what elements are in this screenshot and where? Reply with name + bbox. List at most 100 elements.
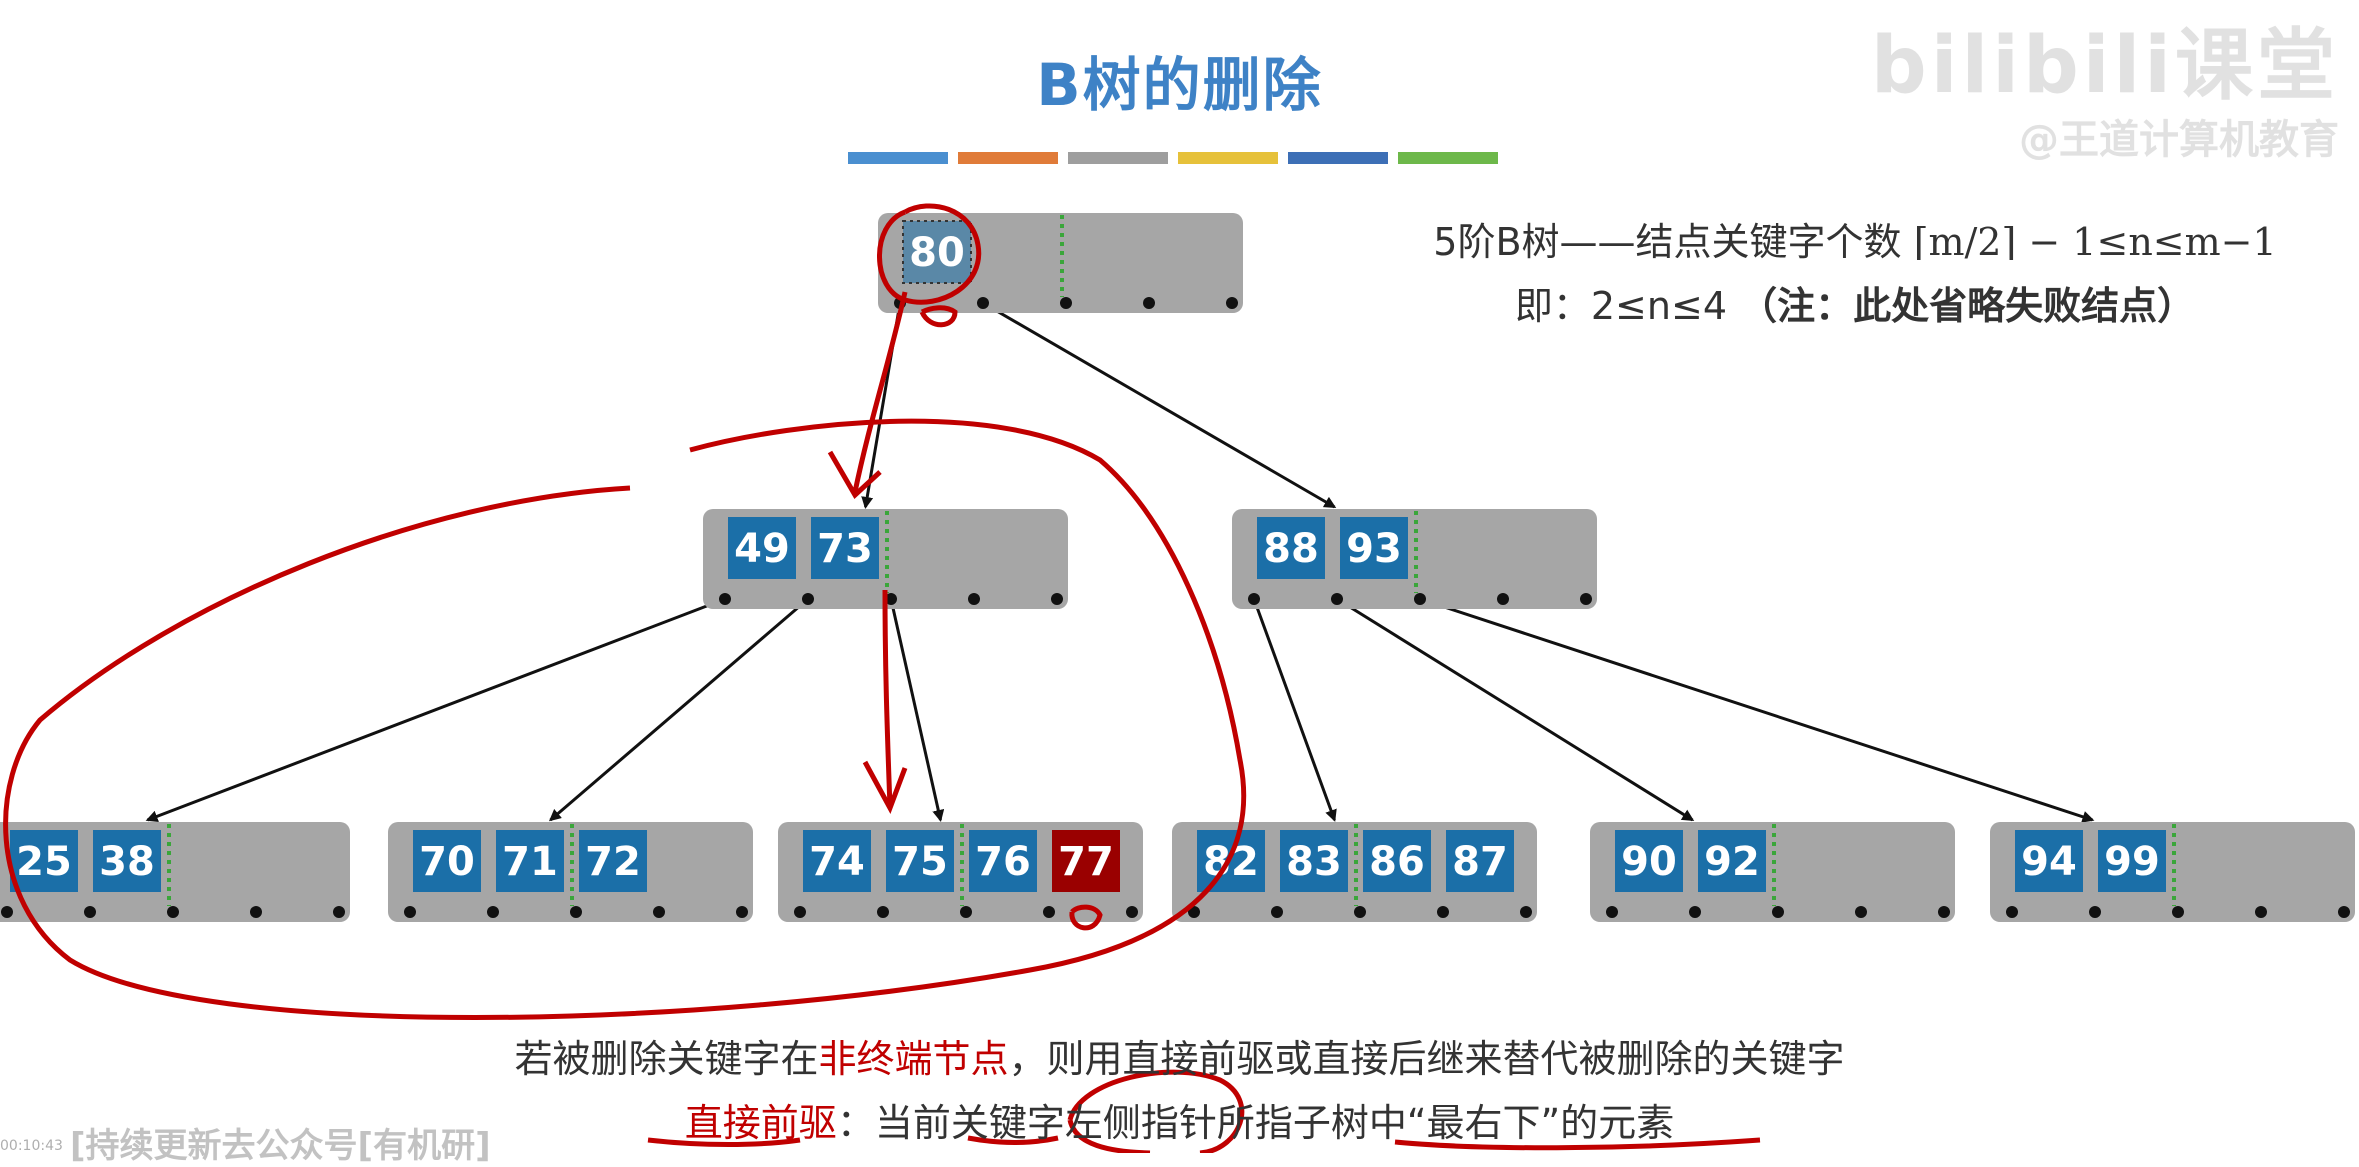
key-label-70: 70 [419, 839, 475, 885]
caption-2-direct-predecessor: 直接前驱 [684, 1101, 837, 1145]
pointer-dot [1437, 906, 1449, 918]
color-bar-1 [848, 152, 948, 164]
edge-49-left [145, 597, 726, 823]
key-label-71: 71 [502, 839, 558, 885]
key-box-99 [2098, 830, 2166, 892]
key-box-94 [2015, 830, 2083, 892]
pointer-dot [1188, 906, 1200, 918]
pointer-dot [1689, 906, 1701, 918]
caption-1-part-a: 若被删除关键字在 [514, 1037, 819, 1081]
edge-88-left [1252, 598, 1337, 822]
caption-line-2: 直接前驱：当前关键字左侧指针所指子树中“最右下”的元素 [0, 1092, 2359, 1147]
pointer-dot [2006, 906, 2018, 918]
pointer-dot [1520, 906, 1532, 918]
key-box-74 [803, 830, 871, 892]
annotation-subtree-loop [3, 418, 1247, 1020]
bilibili-watermark: bilibili课堂 @王道计算机教育 [1871, 18, 2339, 166]
deleted-key-outline [902, 220, 972, 284]
pointer-dot [570, 906, 582, 918]
key-box-71 [496, 830, 564, 892]
info-line-1-text: 5阶B树——结点关键字个数 [1433, 220, 1902, 264]
pointer-dot [2089, 906, 2101, 918]
key-box-76 [969, 830, 1037, 892]
key-label-88: 88 [1263, 526, 1319, 572]
key-box-82 [1197, 830, 1265, 892]
pointer-dot [794, 906, 806, 918]
edge-88-93 [1336, 597, 1695, 822]
annotation-circle-80 [877, 203, 982, 305]
key-label-74: 74 [809, 839, 865, 885]
pointer-dot [1126, 906, 1138, 918]
pointer-dot [877, 906, 889, 918]
key-box-49 [728, 517, 796, 579]
timestamp: 00:10:43 [0, 1138, 63, 1154]
key-box-73 [811, 517, 879, 579]
pointer-dot [885, 593, 897, 605]
key-box-38 [93, 830, 161, 892]
color-bar-6 [1398, 152, 1498, 164]
root-node: 80 [878, 213, 1243, 313]
pointer-dot [2255, 906, 2267, 918]
key-box-88 [1257, 517, 1325, 579]
key-box-83 [1280, 830, 1348, 892]
annotation-tick-80 [919, 305, 958, 328]
watermark-brand: bilibili课堂 [1870, 21, 2339, 111]
key-box-75 [886, 830, 954, 892]
caption-line-1: 若被删除关键字在非终端节点，则用直接前驱或直接后继来替代被删除的关键字 [0, 1028, 2359, 1083]
key-label-87: 87 [1452, 839, 1508, 885]
key-label-90: 90 [1621, 839, 1677, 885]
key-label-94: 94 [2021, 839, 2077, 885]
key-label-80: 80 [909, 230, 965, 276]
key-box-70 [413, 830, 481, 892]
annotation-underline-key [967, 1135, 1059, 1145]
edge-73-right [889, 598, 945, 822]
pointer-dot [1772, 906, 1784, 918]
key-label-72: 72 [585, 839, 641, 885]
annotation-circle-left-pointer [1067, 1069, 1245, 1153]
pointer-dot [167, 906, 179, 918]
bottom-left-watermark: [持续更新去公众号[有机研] [70, 1126, 491, 1166]
key-label-93: 93 [1346, 526, 1402, 572]
annotation-arrow-80-to-73 [852, 291, 908, 493]
pointer-dot [84, 906, 96, 918]
annotation-arrowhead-leaf [862, 760, 908, 815]
pointer-dot [968, 593, 980, 605]
pointer-dot [960, 906, 972, 918]
pointer-dot [250, 906, 262, 918]
caption-1-part-c: ，则用直接前驱或直接后继来替代被删除的关键字 [1008, 1037, 1845, 1081]
key-label-76: 76 [975, 839, 1031, 885]
pointer-dot [404, 906, 416, 918]
key-label-83: 83 [1286, 839, 1342, 885]
edge-49-73 [548, 597, 809, 822]
color-bar-2 [958, 152, 1058, 164]
key-label-73: 73 [817, 526, 873, 572]
leaf-node-6: 94 99 [1990, 822, 2355, 922]
annotation-arrow-73-to-leaf [882, 589, 893, 809]
leaf-node-3: 74 75 76 77 [778, 822, 1143, 922]
tree-edges [145, 301, 2095, 823]
annotation-underline-bottom-right [1394, 1137, 1761, 1151]
key-label-49: 49 [734, 526, 790, 572]
pointer-dot [1414, 593, 1426, 605]
pointer-dot [1226, 297, 1238, 309]
key-label-99: 99 [2104, 839, 2160, 885]
pointer-dot [1354, 906, 1366, 918]
pointer-dot [1331, 593, 1343, 605]
caption-1-non-terminal: 非终端节点 [818, 1037, 1009, 1081]
pointer-dot [1497, 593, 1509, 605]
key-box-86 [1363, 830, 1431, 892]
key-label-77: 77 [1058, 839, 1114, 885]
key-box-90 [1615, 830, 1683, 892]
node-box [0, 822, 350, 922]
pointer-dot [1248, 593, 1260, 605]
annotation-underline-direct-predecessor [647, 1137, 801, 1147]
pointer-dot [1060, 297, 1072, 309]
key-box-25 [10, 830, 78, 892]
key-label-75: 75 [892, 839, 948, 885]
pointer-dot [1938, 906, 1950, 918]
pointer-dot [802, 593, 814, 605]
